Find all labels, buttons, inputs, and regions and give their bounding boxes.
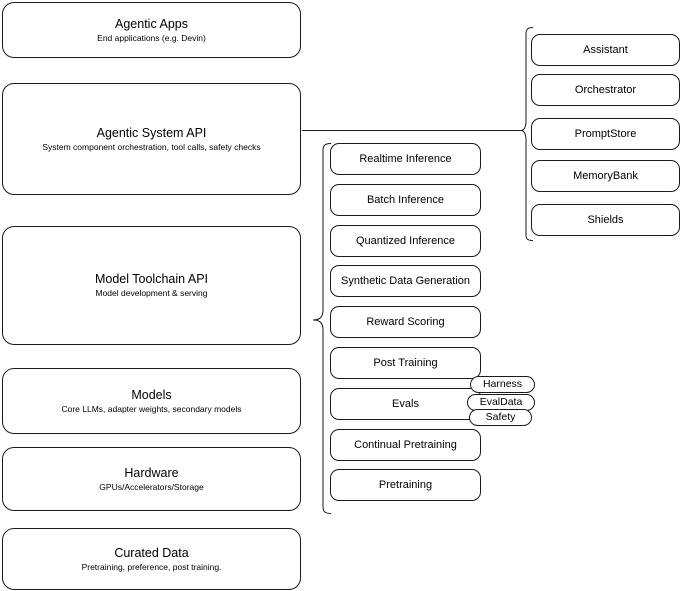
system-item-label: Assistant [583, 44, 628, 56]
layer-title: Hardware [124, 465, 179, 480]
eval-tag-label: EvalData [479, 396, 523, 408]
system-item-assistant[interactable]: Assistant [531, 34, 680, 66]
layer-title: Agentic Apps [115, 16, 188, 31]
layer-subtitle: Model development & serving [95, 288, 208, 298]
toolchain-item-batch-inference[interactable]: Batch Inference [330, 184, 481, 216]
toolchain-item-label: Realtime Inference [359, 153, 452, 165]
system-item-label: PromptStore [574, 128, 637, 140]
layer-subtitle: Core LLMs, adapter weights, secondary mo… [61, 403, 242, 414]
system-item-shields[interactable]: Shields [531, 204, 680, 236]
toolchain-item-evals[interactable]: Evals [330, 388, 481, 420]
toolchain-item-label: Post Training [373, 357, 438, 369]
eval-tag-label: Harness [482, 378, 523, 390]
layer-box-models[interactable]: Models Core LLMs, adapter weights, secon… [2, 368, 301, 434]
toolchain-item-label: Batch Inference [366, 194, 445, 206]
toolchain-item-continual-pretraining[interactable]: Continual Pretraining [330, 429, 481, 461]
toolchain-item-label: Reward Scoring [366, 316, 445, 328]
layer-title: Agentic System API [96, 125, 207, 140]
brace-toolchain-items [312, 143, 332, 514]
system-item-label: MemoryBank [573, 170, 638, 182]
toolchain-item-reward-scoring[interactable]: Reward Scoring [330, 306, 481, 338]
eval-tag-label: Safety [485, 411, 516, 423]
system-item-label: Orchestrator [574, 84, 637, 96]
toolchain-item-label: Evals [392, 398, 419, 410]
toolchain-item-synthetic-data-generation[interactable]: Synthetic Data Generation [330, 265, 481, 297]
toolchain-item-label: Pretraining [378, 479, 433, 491]
layer-title: Models [131, 387, 172, 402]
layer-box-agentic-system-api[interactable]: Agentic System API System component orch… [2, 83, 301, 195]
toolchain-item-label: Continual Pretraining [354, 439, 457, 451]
layer-box-curated-data[interactable]: Curated Data Pretraining, preference, po… [2, 528, 301, 590]
toolchain-item-label: Synthetic Data Generation [340, 275, 471, 287]
system-item-label: Shields [587, 214, 624, 226]
system-item-orchestrator[interactable]: Orchestrator [531, 74, 680, 106]
eval-tag-harness[interactable]: Harness [470, 376, 535, 393]
layer-subtitle: System component orchestration, tool cal… [42, 141, 261, 152]
layer-box-hardware[interactable]: Hardware GPUs/Accelerators/Storage [2, 447, 301, 511]
layer-subtitle: End applications (e.g. Devin) [97, 32, 206, 43]
system-item-promptstore[interactable]: PromptStore [531, 118, 680, 150]
toolchain-item-quantized-inference[interactable]: Quantized Inference [330, 225, 481, 257]
layer-box-agentic-apps[interactable]: Agentic Apps End applications (e.g. Devi… [2, 2, 301, 58]
toolchain-item-post-training[interactable]: Post Training [330, 347, 481, 379]
layer-subtitle: GPUs/Accelerators/Storage [99, 481, 204, 492]
layer-title: Model Toolchain API [94, 272, 209, 286]
toolchain-item-realtime-inference[interactable]: Realtime Inference [330, 143, 481, 175]
layer-box-model-toolchain-api[interactable]: Model Toolchain API Model development & … [2, 226, 301, 345]
system-item-memorybank[interactable]: MemoryBank [531, 160, 680, 192]
layer-title: Curated Data [114, 545, 189, 560]
toolchain-item-label: Quantized Inference [355, 235, 456, 247]
eval-tag-safety[interactable]: Safety [469, 409, 532, 426]
toolchain-item-pretraining[interactable]: Pretraining [330, 469, 481, 501]
layer-subtitle: Pretraining, preference, post training. [81, 561, 222, 572]
